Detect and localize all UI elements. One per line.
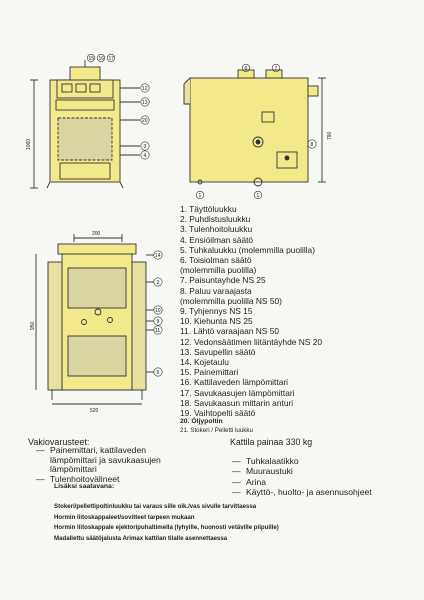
side-callout: 1: [199, 193, 202, 199]
front-height-dimension: 1060: [26, 139, 32, 150]
legend-item: 18. Savukaasun mittarin anturi: [180, 397, 294, 408]
section-callout: 14: [155, 253, 161, 259]
legend-item: (molemmilla puolilla): [180, 265, 257, 276]
section-callout: 5: [157, 370, 160, 376]
equipment-right-list: TuhkalaatikkoMuuraustukiArinaKäyttö-, hu…: [232, 456, 417, 498]
extras-item: Stokeri/pellettipoltinluukku tai varaus …: [54, 503, 257, 510]
side-callout: 6: [245, 66, 248, 72]
side-view-drawing: [183, 69, 326, 187]
front-callout: 15: [89, 56, 95, 62]
legend-item: 1. Täyttöluukku: [180, 204, 237, 214]
section-view-callouts: 200 950 520 14 2 10 9 11 5: [30, 231, 163, 414]
legend-item: 11. Lähtö varaajaan NS 50: [180, 326, 280, 337]
extras-title: Lisäksi saatavana:: [54, 483, 115, 490]
front-side-callout: 12: [142, 86, 148, 92]
side-callout: 7: [275, 66, 278, 72]
extras-list: Stokeri/pellettipoltinluukku tai varaus …: [54, 502, 279, 544]
equipment-title: Vakiovarusteet:: [28, 437, 90, 447]
legend-item: 10. Kiehunta NS 25: [180, 316, 253, 327]
section-top-dimension: 200: [92, 231, 101, 237]
legend-item: 13. Savupellin säätö: [180, 346, 256, 357]
legend-item: 16. Kattilaveden lämpömittari: [180, 377, 288, 388]
section-callout: 11: [155, 328, 160, 334]
side-callout: 1: [257, 193, 260, 199]
boiler-weight: Kattila painaa 330 kg: [230, 437, 313, 447]
side-view-callouts: 6 7 8 1 1 790: [195, 63, 333, 200]
equipment-item: Arina: [232, 477, 417, 488]
section-view-drawing: [35, 234, 154, 405]
legend-item: 2. Puhdistusluukku: [180, 214, 251, 225]
legend-item: 8. Paluu varaajasta: [180, 285, 252, 296]
legend-item: 7. Paisuntayhde NS 25: [180, 275, 266, 286]
section-left-dimension: 950: [30, 321, 36, 330]
legend-item: (molemmilla puolilla NS 50): [180, 295, 282, 306]
side-dimension: 790: [327, 131, 333, 140]
technical-drawings: 15 16 17 12 13 20 3 4 1060: [26, 53, 333, 414]
front-side-callout: 3: [144, 144, 147, 150]
front-view-drawing: [30, 60, 140, 189]
legend-item: 6. Toisiolman säätö: [180, 255, 252, 266]
equipment-item: Tulenhoitovälineet: [36, 474, 186, 485]
legend-item: 12. Vedonsäätimen liitäntäyhde NS 20: [180, 336, 323, 347]
extras-item: Madallettu säätöjalusta Arimax kattilan …: [54, 534, 228, 542]
legend-item: 17. Savukaasujen lämpömittari: [180, 387, 295, 398]
legend-item: 21. Stokeri / Pelletti luukku: [180, 426, 253, 434]
front-side-callout: 4: [144, 153, 147, 159]
legend-item: 15. Painemittari: [180, 367, 239, 378]
equipment-item: Käyttö-, huolto- ja asennusohjeet: [232, 487, 417, 498]
legend-item: 5. Tuhkaluukku (molemmilla puolilla): [180, 244, 315, 255]
section-callout: 10: [155, 308, 161, 314]
legend-item: 14. Kojetaulu: [180, 357, 229, 368]
legend-item: 19. Vaihtopelti säätö: [180, 408, 256, 419]
legend-item: 3. Tulenhoitoluukku: [180, 224, 253, 235]
equipment-item: Muuraustuki: [232, 466, 417, 477]
equipment-left-list: Painemittari, kattilaveden lämpömittari …: [36, 445, 186, 485]
extras-item: Hormin liitoskappaleet/sovitteet tarpeen…: [54, 513, 195, 521]
equipment-item: Tuhkalaatikko: [232, 456, 417, 467]
front-view-callouts: 15 16 17 12 13 20 3 4 1060: [26, 53, 150, 160]
legend-item: 9. Tyhjennys NS 15: [180, 306, 253, 317]
section-callout: 9: [157, 319, 160, 325]
side-callout: 8: [311, 142, 314, 148]
section-bottom-dimension: 520: [90, 408, 99, 414]
front-side-callout: 20: [142, 118, 148, 124]
front-side-callout: 13: [142, 100, 148, 106]
legend-item: 4. Ensiöilman säätö: [180, 234, 254, 245]
equipment-item: Painemittari, kattilaveden lämpömittari …: [36, 445, 186, 475]
front-callout: 17: [109, 56, 115, 62]
section-callout: 2: [157, 280, 160, 286]
front-callout: 16: [99, 56, 105, 62]
legend-item: 20. Öljypoltin: [180, 418, 223, 426]
extras-item: Hormin liitoskappale ejektoripuhaltimell…: [54, 524, 279, 532]
